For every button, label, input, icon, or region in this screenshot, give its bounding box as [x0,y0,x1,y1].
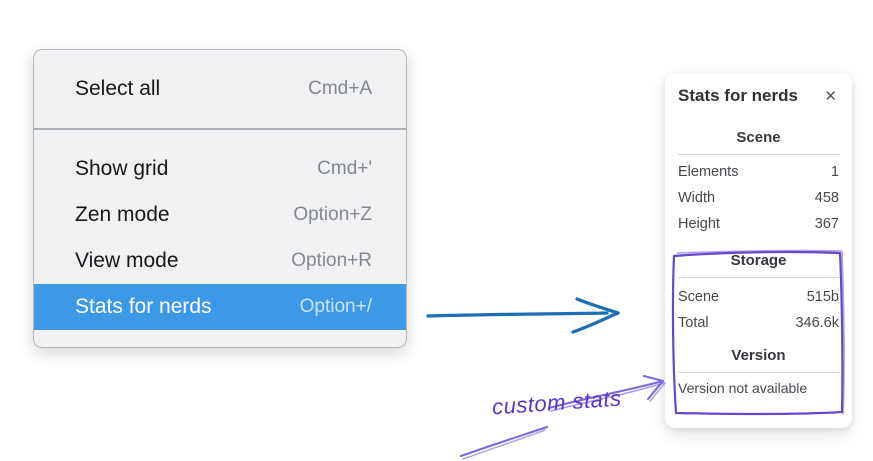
stat-value: 458 [814,190,839,206]
stat-row-total-storage: Total 346.6k [678,310,839,336]
section-divider [678,277,839,278]
menu-item-show-grid[interactable]: Show grid Cmd+' [34,146,406,192]
custom-stats-underline-stroke [459,425,549,460]
stat-row-elements: Elements 1 [678,159,839,185]
menu-divider [34,128,406,130]
stat-value: 515b [806,289,839,305]
stat-label: Elements [678,164,739,180]
scene-section-header: Scene [736,129,781,146]
context-menu-section-1: Select all Cmd+A [34,50,406,128]
context-menu: Select all Cmd+A Show grid Cmd+' Zen mod… [33,49,407,348]
menu-item-shortcut: Option+/ [299,296,372,317]
menu-item-zen-mode[interactable]: Zen mode Option+Z [34,192,406,238]
menu-item-label: Show grid [75,157,169,180]
menu-item-label: Zen mode [75,203,170,226]
section-divider [678,154,839,155]
menu-item-select-all[interactable]: Select all Cmd+A [34,66,406,112]
menu-item-shortcut: Cmd+' [317,158,372,179]
storage-rows: Scene 515b Total 346.6k [678,284,839,336]
stat-row-scene-storage: Scene 515b [678,284,839,310]
custom-stats-label: custom stats [491,385,623,420]
storage-section-header: Storage [730,252,787,269]
scene-rows: Elements 1 Width 458 Height 367 [678,159,839,237]
stat-value: 346.6k [795,315,839,331]
stat-label: Scene [678,289,720,305]
menu-item-label: View mode [75,249,179,272]
menu-item-shortcut: Option+Z [293,204,372,225]
stat-row-height: Height 367 [678,211,839,237]
blue-arrow-icon [426,297,620,334]
stats-for-nerds-panel: Stats for nerds ✕ Scene Elements 1 Width… [665,73,852,428]
stat-row-width: Width 458 [678,185,839,211]
context-menu-section-2: Show grid Cmd+' Zen mode Option+Z View m… [34,130,406,347]
section-divider [678,372,839,373]
menu-item-shortcut: Option+R [291,250,372,271]
close-icon[interactable]: ✕ [824,87,837,105]
stat-label: Width [678,190,716,206]
stats-panel-titlebar: Stats for nerds ✕ [678,86,839,106]
menu-item-view-mode[interactable]: View mode Option+R [34,238,406,284]
menu-item-label: Select all [75,77,161,100]
menu-item-shortcut: Cmd+A [308,78,372,99]
stat-label: Total [678,315,709,331]
menu-item-stats-for-nerds[interactable]: Stats for nerds Option+/ [34,284,406,330]
menu-item-label: Stats for nerds [75,295,212,318]
stat-value: 1 [830,164,839,180]
stats-panel-title: Stats for nerds [678,86,798,105]
version-note: Version not available [678,380,808,396]
stat-value: 367 [814,216,839,232]
version-section-header: Version [731,347,786,364]
stat-label: Height [678,216,720,232]
